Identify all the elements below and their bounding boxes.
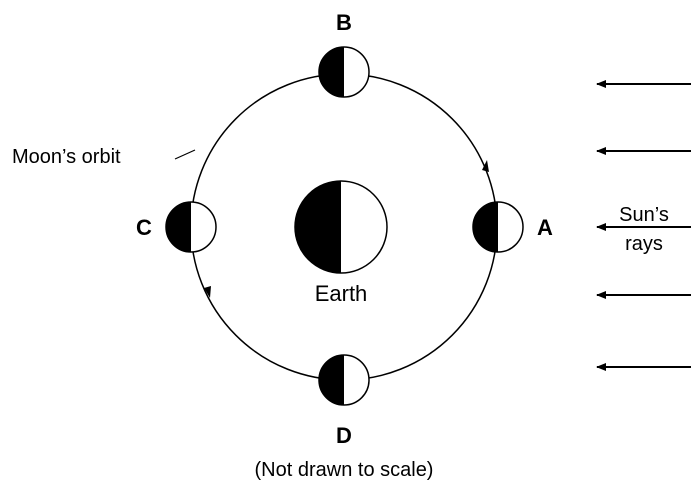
moon-position-d-icon bbox=[318, 354, 370, 406]
position-label-d: D bbox=[336, 423, 352, 448]
orbit-label: Moon’s orbit bbox=[12, 146, 121, 168]
orbit-direction-arrow-right bbox=[482, 160, 489, 172]
orbit-direction-arrow-left bbox=[204, 286, 211, 298]
position-label-c: C bbox=[136, 215, 152, 240]
moon-position-b-icon bbox=[318, 46, 370, 98]
moon-position-a-icon bbox=[472, 201, 524, 253]
sun-rays-label-line1: Sun’s bbox=[619, 204, 669, 226]
earth-label: Earth bbox=[315, 281, 368, 306]
position-label-b: B bbox=[336, 10, 352, 35]
sun-rays-label-line2: rays bbox=[625, 233, 663, 255]
scale-footnote: (Not drawn to scale) bbox=[255, 459, 434, 481]
moon-position-c-icon bbox=[165, 201, 217, 253]
position-label-a: A bbox=[537, 215, 553, 240]
orbit-label-leader-line bbox=[174, 149, 196, 160]
earth-icon bbox=[294, 180, 388, 274]
